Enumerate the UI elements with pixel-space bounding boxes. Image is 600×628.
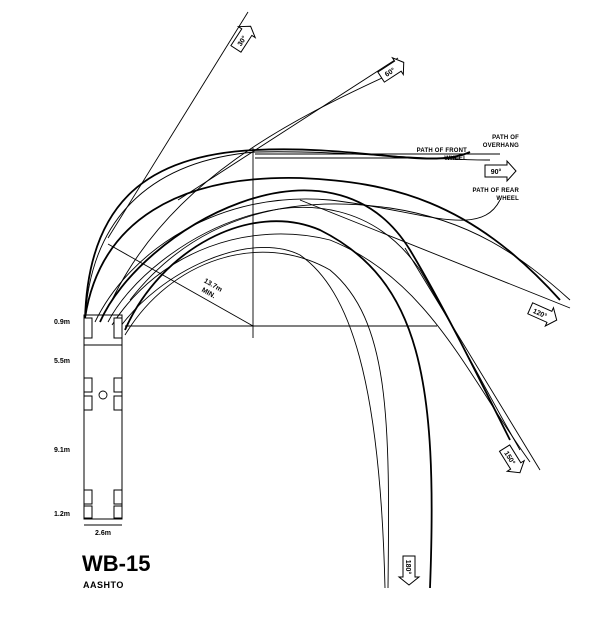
label-overhang-line2: OVERHANG xyxy=(483,143,519,149)
arrow-90: 90° xyxy=(484,159,517,183)
tangent-line-150 xyxy=(404,247,541,471)
vehicle-dimensions: 0.9m 5.5m 9.1m 1.2m 2.6m xyxy=(54,319,111,537)
path-of-rear-wheel-180 xyxy=(124,220,433,589)
trailer-wheel-right-2 xyxy=(113,505,123,519)
kingpin xyxy=(98,390,108,400)
arrow-180-shape xyxy=(397,555,421,586)
label-front-line2: WHEEL xyxy=(444,156,467,162)
trailer-wheel-right-1 xyxy=(113,489,123,505)
dim-tractor-wheelbase: 5.5m xyxy=(54,358,70,365)
radius-dimension-line xyxy=(107,243,254,327)
arrow-180-label: 180° xyxy=(404,560,412,575)
path-of-overhang xyxy=(84,148,471,321)
front-wheel-left xyxy=(83,317,93,339)
dim-rear-overhang: 1.2m xyxy=(54,511,70,518)
dim-vehicle-width: 2.6m xyxy=(95,530,111,537)
dim-trailer-wheelbase: 9.1m xyxy=(54,447,70,454)
construction-lines xyxy=(107,11,571,471)
diagram-subtitle: AASHTO xyxy=(83,580,124,590)
path-120-sweep xyxy=(129,203,571,301)
dim-front-overhang: 0.9m xyxy=(54,319,70,326)
label-rear-line1: PATH OF REAR xyxy=(472,188,519,194)
path-180-innermost xyxy=(117,247,386,589)
path-of-rear-wheel xyxy=(94,198,501,323)
direction-arrows: 30° 60° 90° 120° 150° 180° xyxy=(230,25,558,586)
arrow-90-shape xyxy=(484,159,517,183)
path-150-curve xyxy=(99,189,511,441)
path-120-curve xyxy=(84,177,561,319)
arrow-120: 120° xyxy=(527,302,558,328)
trailer-wheel-left-2 xyxy=(83,505,93,519)
vehicle-outline xyxy=(83,314,123,520)
drive-wheel-left-1 xyxy=(83,377,93,393)
label-overhang-line1: PATH OF xyxy=(492,135,519,141)
trailer-wheel-left-1 xyxy=(83,489,93,505)
path-180-inner xyxy=(124,251,390,589)
label-rear-line2: WHEEL xyxy=(496,196,519,202)
arrow-30: 30° xyxy=(230,25,257,53)
arrow-30-shape xyxy=(230,25,257,53)
drive-wheel-left-2 xyxy=(83,395,93,411)
path-60-sweep xyxy=(111,71,396,301)
turning-paths xyxy=(84,71,571,589)
arrow-180: 180° xyxy=(397,555,421,586)
path-labels: PATH OF OVERHANG PATH OF FRONT WHEEL PAT… xyxy=(417,135,520,202)
radius-label: 13.7m MIN. xyxy=(200,278,223,301)
arrow-60-shape xyxy=(377,56,405,83)
path-of-overhang-outer xyxy=(84,151,491,323)
drive-wheel-right-2 xyxy=(113,395,123,411)
arrow-120-shape xyxy=(527,302,558,328)
tangent-line-30 xyxy=(107,11,249,239)
path-150-inner xyxy=(107,207,521,451)
tangent-line-120 xyxy=(299,199,571,309)
arrow-150: 150° xyxy=(498,444,526,474)
tangent-line-60 xyxy=(177,57,399,201)
arrow-150-shape xyxy=(498,444,526,474)
label-front-line1: PATH OF FRONT xyxy=(417,148,468,154)
front-wheel-right xyxy=(113,317,123,339)
drive-wheel-right-1 xyxy=(113,377,123,393)
arrow-90-label: 90° xyxy=(491,168,502,176)
arrow-60: 60° xyxy=(377,56,405,83)
vehicle-wb15 xyxy=(83,314,123,526)
path-150-sweep xyxy=(111,233,531,463)
diagram-title: WB-15 xyxy=(82,551,150,576)
